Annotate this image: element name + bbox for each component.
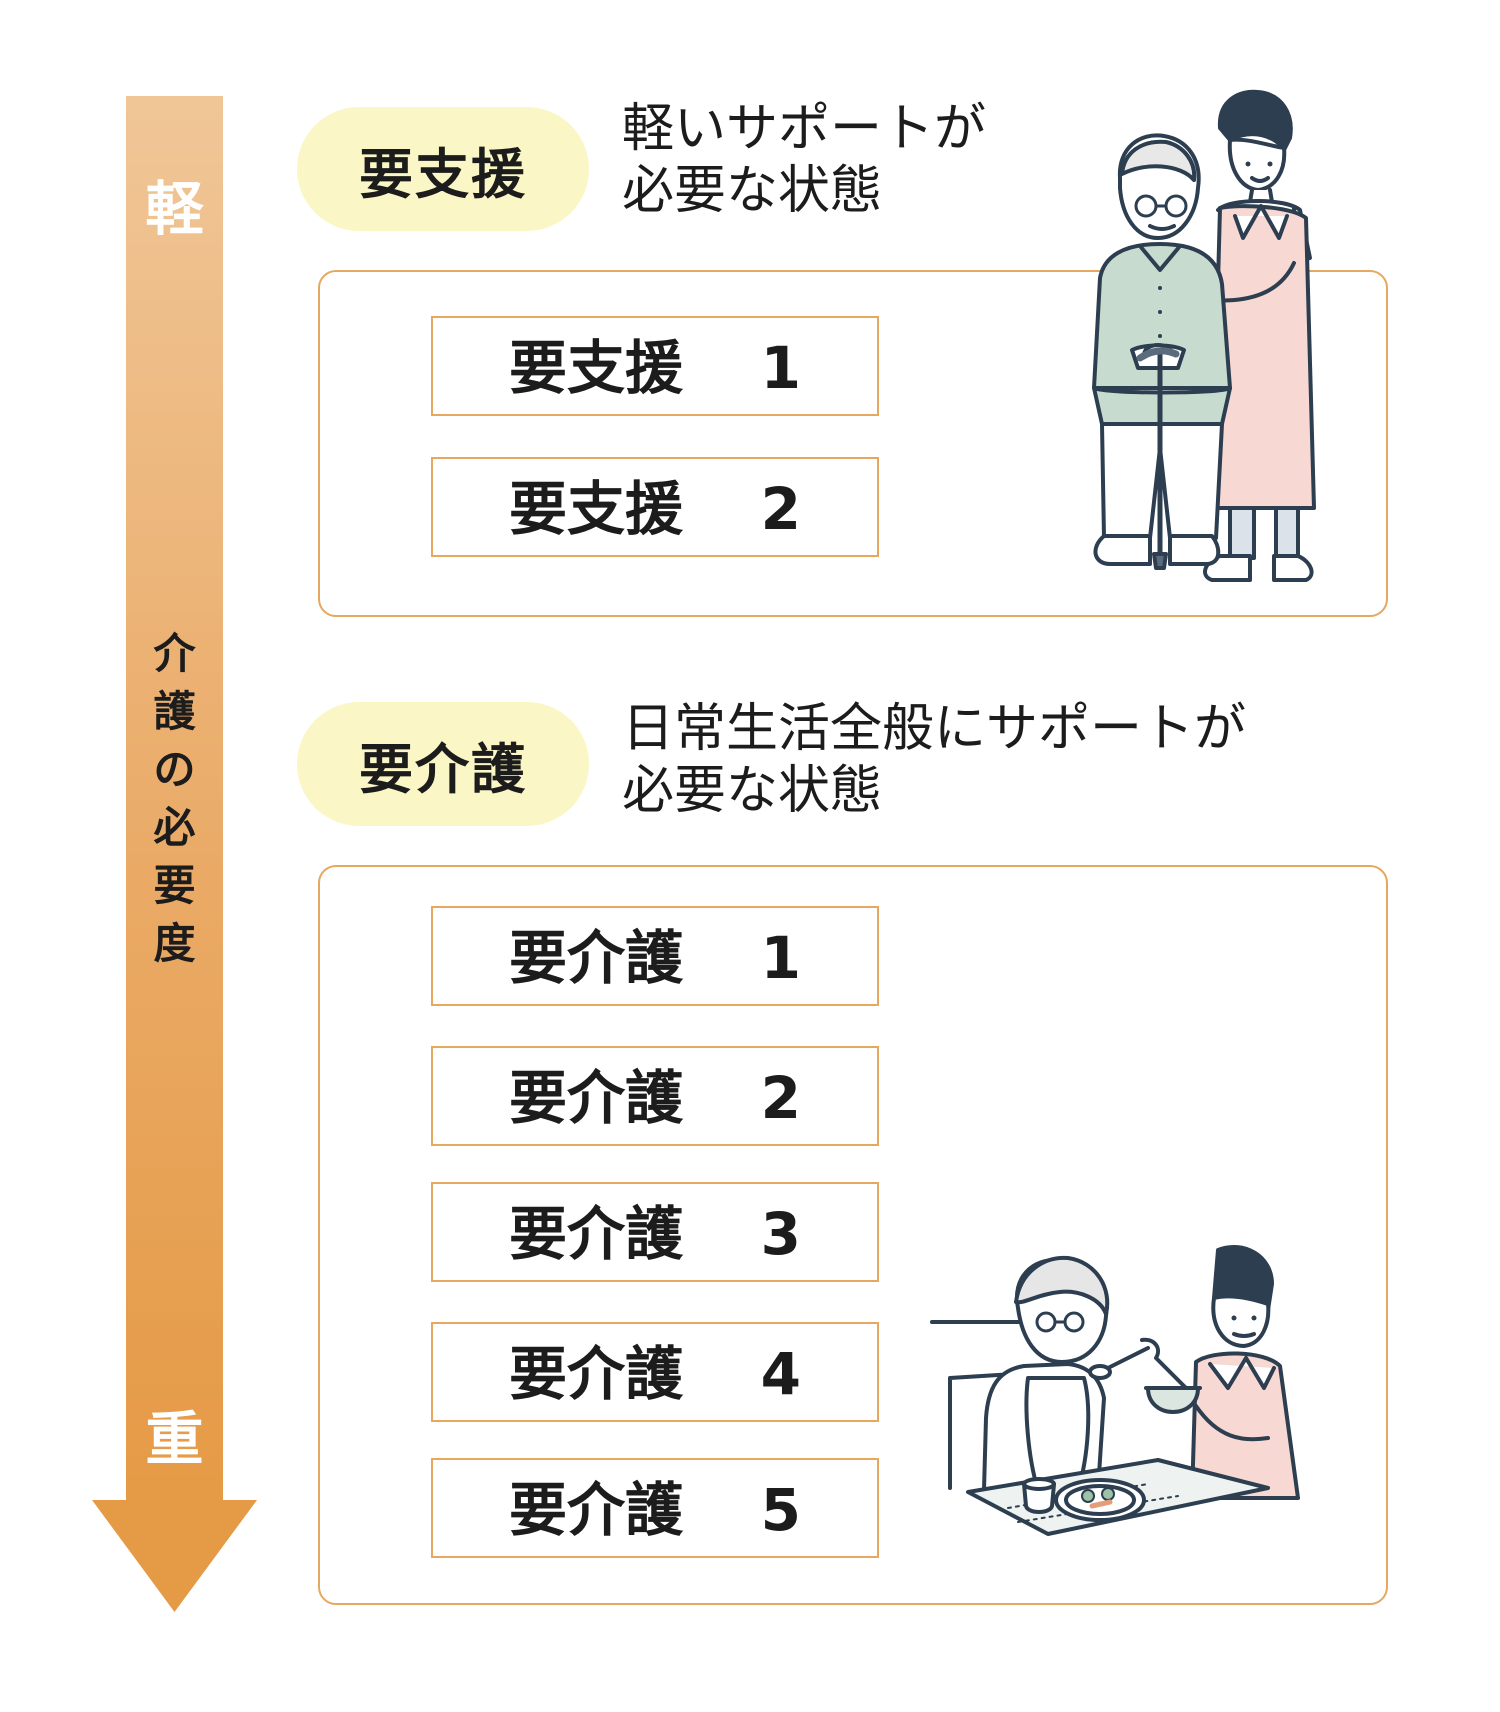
group-description-support: 軽いサポートが 必要な状態 — [622, 98, 986, 222]
level-number: 1 — [760, 924, 801, 992]
level-name: 要介護 — [509, 1340, 684, 1408]
description-line: 必要な状態 — [622, 761, 883, 821]
level-box-care-5: 要介護 5 — [431, 1458, 879, 1558]
description-line: 必要な状態 — [622, 161, 883, 221]
level-box-support-2: 要支援 2 — [431, 457, 879, 557]
scale-label-light: 軽 — [145, 175, 204, 243]
level-name: 要介護 — [509, 1200, 684, 1268]
level-number: 5 — [760, 1476, 801, 1544]
severity-arrow-head — [92, 1500, 257, 1612]
level-box-care-4: 要介護 4 — [431, 1322, 879, 1422]
level-box-support-1: 要支援 1 — [431, 316, 879, 416]
group-description-care: 日常生活全般にサポートが 必要な状態 — [622, 698, 1246, 822]
scale-caption: 介 護 の 必 要 度 — [126, 625, 223, 973]
group-frame-support — [318, 270, 1388, 617]
scale-caption-char: 介 — [153, 629, 196, 678]
level-number: 2 — [760, 475, 801, 543]
level-name: 要支援 — [509, 475, 684, 543]
caregiver-feeding-elderly-woman-illustration — [930, 1245, 1300, 1536]
group-frame-care — [318, 865, 1388, 1605]
group-label-care: 要介護 — [297, 702, 589, 826]
level-number: 2 — [760, 1064, 801, 1132]
level-box-care-2: 要介護 2 — [431, 1046, 879, 1146]
severity-arrow-shaft — [126, 96, 223, 1506]
level-number: 4 — [760, 1340, 801, 1408]
level-number: 1 — [760, 334, 801, 402]
scale-caption-char: 護 — [153, 687, 196, 736]
level-number: 3 — [760, 1200, 801, 1268]
level-box-care-1: 要介護 1 — [431, 906, 879, 1006]
caregiver-with-elderly-man-illustration — [1092, 89, 1316, 582]
scale-caption-char: 要 — [153, 861, 196, 910]
level-name: 要介護 — [509, 1476, 684, 1544]
scale-label-heavy: 重 — [145, 1405, 204, 1473]
scale-caption-char: の — [153, 745, 196, 794]
level-box-care-3: 要介護 3 — [431, 1182, 879, 1282]
level-name: 要支援 — [509, 334, 684, 402]
description-line: 日常生活全般にサポートが — [622, 699, 1247, 759]
level-name: 要介護 — [509, 924, 684, 992]
description-line: 軽いサポートが — [622, 99, 987, 159]
scale-caption-char: 度 — [153, 919, 196, 968]
scale-caption-char: 必 — [153, 803, 196, 852]
group-label-support: 要支援 — [297, 107, 589, 231]
level-name: 要介護 — [509, 1064, 684, 1132]
